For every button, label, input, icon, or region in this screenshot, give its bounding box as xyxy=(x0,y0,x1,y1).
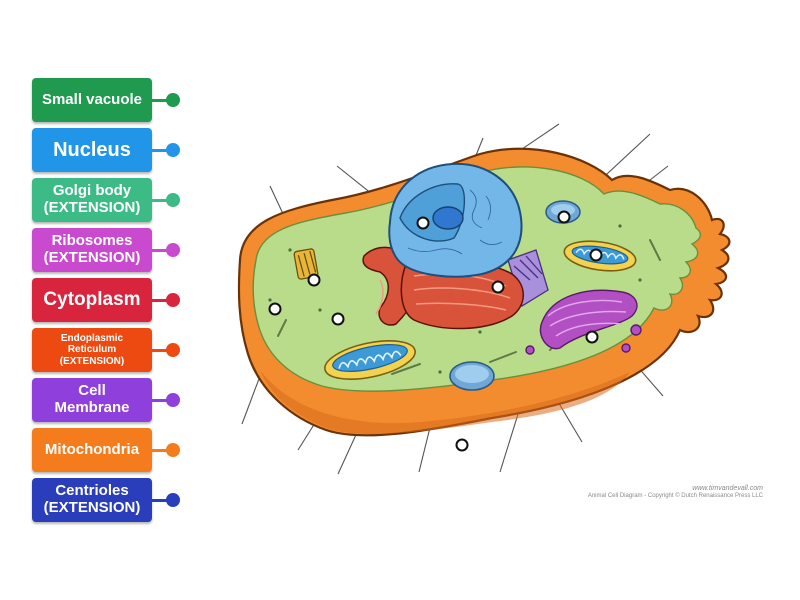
drop-target-vacuole-top[interactable] xyxy=(557,210,571,224)
drop-target-cytoplasm[interactable] xyxy=(331,312,345,326)
label-row: Cell Membrane xyxy=(32,378,182,422)
credit-line: Animal Cell Diagram - Copyright © Dutch … xyxy=(587,493,763,500)
credit-site: www.timvandevall.com xyxy=(692,485,763,492)
label-text: Endoplasmic Reticulum (EXTENSION) xyxy=(59,333,125,367)
label-handle-dot[interactable] xyxy=(166,243,180,257)
label-connector xyxy=(152,299,170,302)
drop-target-rough-er[interactable] xyxy=(491,280,505,294)
drop-target-nucleus[interactable] xyxy=(416,216,430,230)
label-row: Mitochondria xyxy=(32,428,182,472)
label-text: Centrioles (EXTENSION) xyxy=(43,482,141,516)
draggable-label[interactable]: Cytoplasm xyxy=(32,278,152,322)
label-text: Ribosomes (EXTENSION) xyxy=(43,232,141,266)
label-handle-dot[interactable] xyxy=(166,493,180,507)
label-handle-dot[interactable] xyxy=(166,293,180,307)
draggable-label[interactable]: Ribosomes (EXTENSION) xyxy=(32,228,152,272)
mitochondrion-left xyxy=(324,340,416,380)
draggable-label[interactable]: Nucleus xyxy=(32,128,152,172)
draggable-label[interactable]: Small vacuole xyxy=(32,78,152,122)
label-text: Mitochondria xyxy=(44,440,140,458)
drop-target-mitochondrion[interactable] xyxy=(589,248,603,262)
label-row: Golgi body (EXTENSION) xyxy=(32,178,182,222)
cell-illustration xyxy=(237,123,731,475)
label-text: Cytoplasm xyxy=(43,289,141,311)
label-connector xyxy=(152,99,170,102)
animal-cell-diagram: www.timvandevall.com Animal Cell Diagram… xyxy=(230,110,770,510)
label-handle-dot[interactable] xyxy=(166,443,180,457)
label-row: Nucleus xyxy=(32,128,182,172)
label-handle-dot[interactable] xyxy=(166,193,180,207)
draggable-label[interactable]: Centrioles (EXTENSION) xyxy=(32,478,152,522)
drop-target-membrane[interactable] xyxy=(268,302,282,316)
golgi-body xyxy=(525,289,642,355)
label-row: Cytoplasm xyxy=(32,278,182,322)
label-text: Small vacuole xyxy=(41,90,143,108)
label-connector xyxy=(152,399,170,402)
drop-target-lower[interactable] xyxy=(455,438,469,452)
small-vacuole xyxy=(449,200,581,391)
draggable-label[interactable]: Endoplasmic Reticulum (EXTENSION) xyxy=(32,328,152,372)
label-text: Nucleus xyxy=(53,138,131,161)
label-connector xyxy=(152,349,170,352)
label-connector xyxy=(152,449,170,452)
cytoskeleton-strands xyxy=(277,239,661,375)
draggable-label[interactable]: Mitochondria xyxy=(32,428,152,472)
label-row: Ribosomes (EXTENSION) xyxy=(32,228,182,272)
drop-target-centriole[interactable] xyxy=(307,273,321,287)
label-row: Endoplasmic Reticulum (EXTENSION) xyxy=(32,328,182,372)
label-text: Cell Membrane xyxy=(54,382,130,416)
label-handle-dot[interactable] xyxy=(166,343,180,357)
label-connector xyxy=(152,149,170,152)
label-handle-dot[interactable] xyxy=(166,393,180,407)
label-connector xyxy=(152,199,170,202)
copyright-credit: www.timvandevall.com Animal Cell Diagram… xyxy=(573,485,763,500)
label-handle-dot[interactable] xyxy=(166,143,180,157)
draggable-label[interactable]: Golgi body (EXTENSION) xyxy=(32,178,152,222)
draggable-label[interactable]: Cell Membrane xyxy=(32,378,152,422)
drop-target-golgi[interactable] xyxy=(585,330,599,344)
label-row: Small vacuole xyxy=(32,78,182,122)
label-connector xyxy=(152,249,170,252)
label-connector xyxy=(152,499,170,502)
label-row: Centrioles (EXTENSION) xyxy=(32,478,182,522)
label-handle-dot[interactable] xyxy=(166,93,180,107)
label-text: Golgi body (EXTENSION) xyxy=(43,182,141,216)
nucleus xyxy=(388,162,523,278)
